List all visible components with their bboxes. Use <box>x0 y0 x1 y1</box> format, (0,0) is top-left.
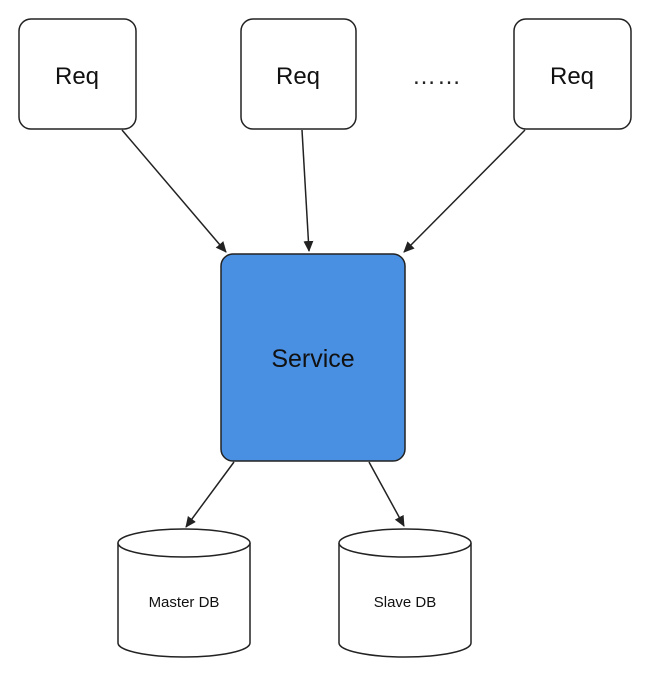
ellipsis: …… <box>412 63 462 90</box>
arrow-service-to-master <box>185 461 235 528</box>
request-label: Req <box>276 63 320 90</box>
request-label: Req <box>550 63 594 90</box>
request-label: Req <box>55 63 99 90</box>
arrow-req3-to-service <box>403 129 526 253</box>
request-box-2: Req <box>240 18 357 130</box>
request-box-3: Req <box>513 18 632 130</box>
database-master-icon: Master DB <box>117 528 251 658</box>
database-slave-icon: Slave DB <box>338 528 472 658</box>
request-box-1: Req <box>18 18 137 130</box>
database-label: Slave DB <box>374 594 437 611</box>
arrow-req2-to-service <box>301 129 314 252</box>
arrow-service-to-slave <box>368 461 405 527</box>
service-box: Service <box>220 253 406 462</box>
arrow-req1-to-service <box>121 129 227 253</box>
service-label: Service <box>271 345 354 373</box>
database-label: Master DB <box>149 594 220 611</box>
